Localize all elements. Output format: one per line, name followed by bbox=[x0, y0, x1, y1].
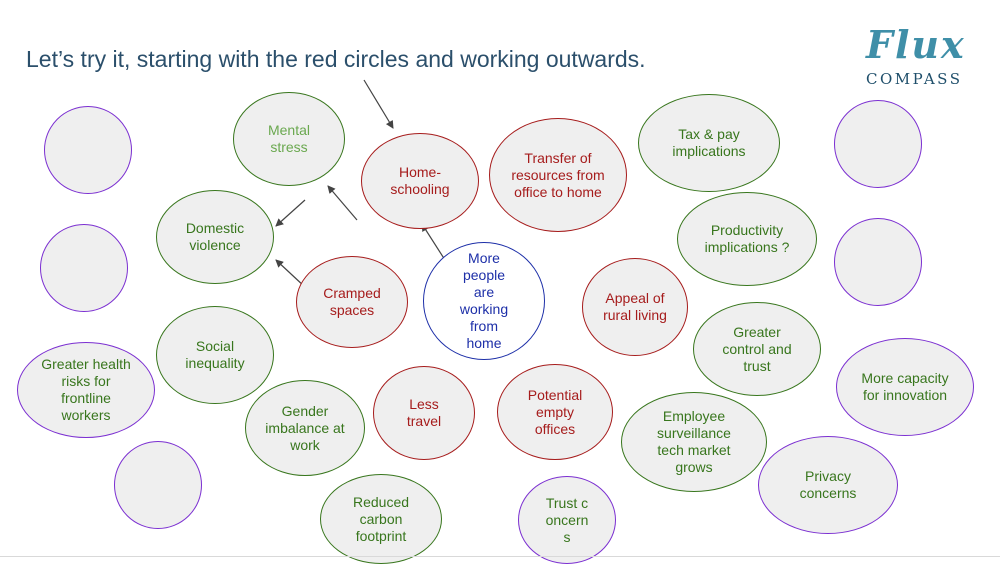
node-transfer-of-resources: Transfer of resources from office to hom… bbox=[489, 118, 627, 232]
node-privacy-concerns: Privacy concerns bbox=[758, 436, 898, 534]
node-cramped-spaces: Cramped spaces bbox=[296, 256, 408, 348]
node-productivity: Productivity implications ? bbox=[677, 192, 817, 286]
empty-circle-left-3 bbox=[114, 441, 202, 529]
arrow-into-home-schooling bbox=[363, 79, 394, 129]
node-less-travel: Less travel bbox=[373, 366, 475, 460]
empty-circle-right-1 bbox=[834, 100, 922, 188]
node-employee-surveillance: Employee surveillance tech market grows bbox=[621, 392, 767, 492]
node-greater-health-risks: Greater health risks for frontline worke… bbox=[17, 342, 155, 438]
slide-title: Let’s try it, starting with the red circ… bbox=[26, 46, 646, 72]
node-trust-concerns: Trust concerns bbox=[518, 476, 616, 564]
empty-circle-left-1 bbox=[44, 106, 132, 194]
node-home-schooling: Home-schooling bbox=[361, 133, 479, 229]
node-domestic-violence: Domestic violence bbox=[156, 190, 274, 284]
empty-circle-right-2 bbox=[834, 218, 922, 306]
node-appeal-rural-living: Appeal of rural living bbox=[582, 258, 688, 356]
node-greater-control-trust: Greater control and trust bbox=[693, 302, 821, 396]
arrow-center-to-home-schooling bbox=[421, 223, 446, 261]
slide-bottom-divider bbox=[0, 556, 1000, 557]
flux-compass-logo: Flux COMPASS bbox=[858, 22, 978, 92]
node-potential-empty-offices: Potential empty offices bbox=[497, 364, 613, 460]
arrow-home-schooling-to-mental-stress bbox=[327, 185, 358, 221]
empty-circle-left-2 bbox=[40, 224, 128, 312]
logo-word: Flux bbox=[866, 22, 966, 67]
node-more-capacity-innovation: More capacity for innovation bbox=[836, 338, 974, 436]
node-tax-pay: Tax & pay implications bbox=[638, 94, 780, 192]
node-social-inequality: Social inequality bbox=[156, 306, 274, 404]
logo-sub: COMPASS bbox=[866, 70, 963, 88]
node-mental-stress: Mental stress bbox=[233, 92, 345, 186]
node-more-people-working-from-home: More people are working from home bbox=[423, 242, 545, 360]
arrow-to-domestic-violence bbox=[275, 199, 306, 227]
node-reduced-carbon-footprint: Reduced carbon footprint bbox=[320, 474, 442, 564]
node-gender-imbalance: Gender imbalance at work bbox=[245, 380, 365, 476]
